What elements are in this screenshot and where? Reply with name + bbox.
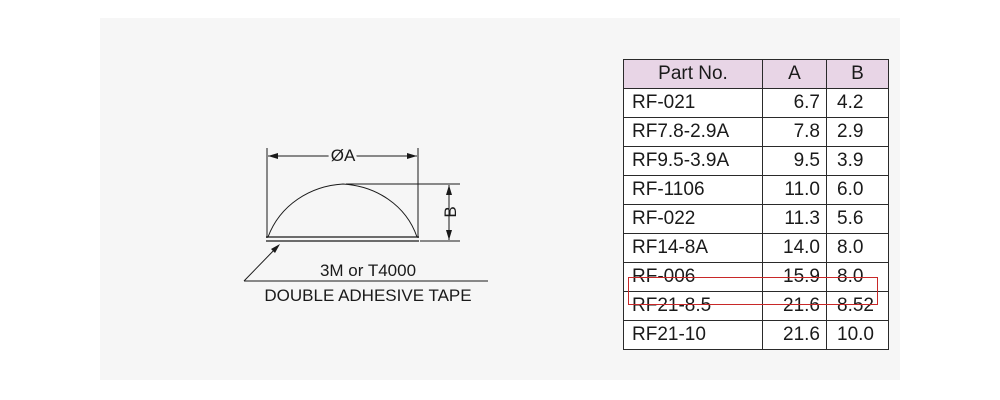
header-part-no: Part No. <box>623 59 763 89</box>
cell-b: 3.9 <box>826 146 889 176</box>
cell-part-no: RF21-8.5 <box>623 291 763 321</box>
cell-a: 6.7 <box>762 88 827 118</box>
cell-b: 5.6 <box>826 204 889 234</box>
cell-b: 4.2 <box>826 88 889 118</box>
cell-b: 8.52 <box>826 291 889 321</box>
cell-b: 2.9 <box>826 117 889 147</box>
tape-leader <box>243 244 488 282</box>
cell-a: 11.3 <box>762 204 827 234</box>
cell-part-no: RF-022 <box>623 204 763 234</box>
cell-part-no: RF9.5-3.9A <box>623 146 763 176</box>
cell-b: 8.0 <box>826 262 889 292</box>
cell-part-no: RF-1106 <box>623 175 763 205</box>
cell-b: 10.0 <box>826 320 889 350</box>
cell-a: 21.6 <box>762 291 827 321</box>
cell-part-no: RF21-10 <box>623 320 763 350</box>
cell-b: 6.0 <box>826 175 889 205</box>
cell-a: 9.5 <box>762 146 827 176</box>
header-a: A <box>762 59 827 89</box>
cell-part-no: RF-006 <box>623 262 763 292</box>
bumper-dome-profile <box>266 183 419 242</box>
cell-b: 8.0 <box>826 233 889 263</box>
cell-a: 7.8 <box>762 117 827 147</box>
cell-part-no: RF14-8A <box>623 233 763 263</box>
dimension-a <box>266 148 419 238</box>
dimension-a-label: ØA <box>331 146 356 165</box>
cell-a: 14.0 <box>762 233 827 263</box>
cell-a: 15.9 <box>762 262 827 292</box>
tape-label-line1: 3M or T4000 <box>320 261 416 280</box>
cell-part-no: RF-021 <box>623 88 763 118</box>
cell-part-no: RF7.8-2.9A <box>623 117 763 147</box>
tape-label-line2: DOUBLE ADHESIVE TAPE <box>264 286 471 305</box>
table-header-row: Part No. A B <box>623 59 889 89</box>
dimension-b-label: B <box>441 206 460 217</box>
header-b: B <box>826 59 889 89</box>
dimension-b <box>346 183 460 242</box>
cell-a: 21.6 <box>762 320 827 350</box>
cell-a: 11.0 <box>762 175 827 205</box>
